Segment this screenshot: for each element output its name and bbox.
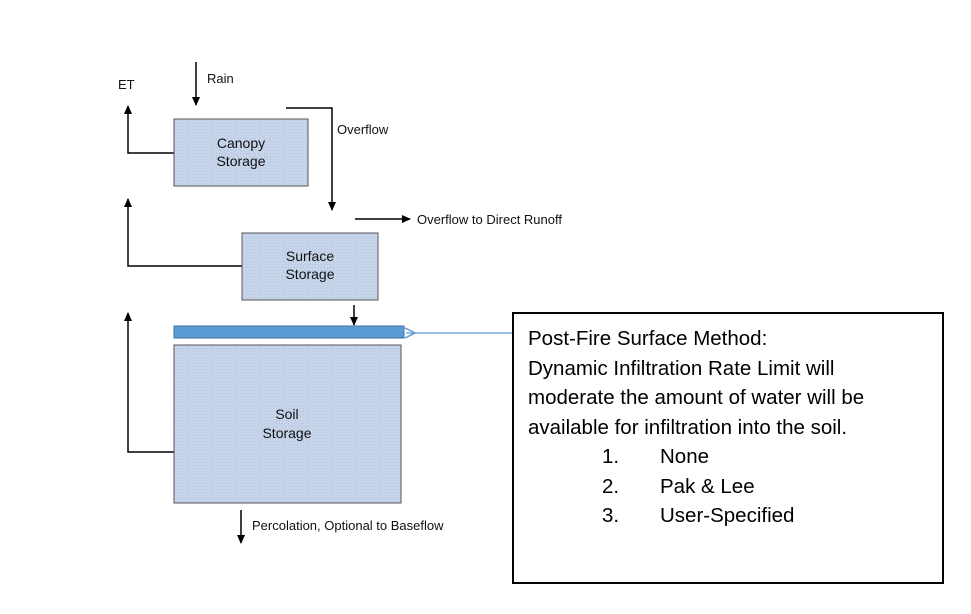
- overflow-arrow: [286, 107, 336, 211]
- callout-line-2: Dynamic Infiltration Rate Limit will: [528, 356, 835, 380]
- infiltration-rate-limit-bar: [173, 325, 405, 339]
- method-option-label: Pak & Lee: [660, 474, 755, 498]
- method-option-label: None: [660, 445, 710, 468]
- method-option-label: User-Specified: [660, 504, 795, 527]
- et-label: ET: [118, 77, 135, 92]
- soil-storage-label-line2: Storage: [262, 425, 311, 441]
- canopy-storage-label-line1: Canopy: [217, 135, 265, 151]
- soil-storage-box: [173, 344, 402, 504]
- post-fire-method-callout: Post-Fire Surface Method: Dynamic Infilt…: [512, 312, 944, 584]
- method-options-list: 1. None 2. Pak & Lee 3. User-Specified: [528, 442, 928, 531]
- method-option-user-specified: 3. User-Specified: [528, 501, 928, 531]
- et-arrow-surface: [124, 198, 242, 267]
- callout-line-4: available for infiltration into the soil…: [528, 415, 848, 439]
- method-option-number: 2.: [602, 474, 620, 498]
- et-arrow-canopy: [124, 105, 174, 154]
- callout-line-3: moderate the amount of water will be: [528, 386, 865, 409]
- overflow-direct-runoff-label: Overflow to Direct Runoff: [417, 212, 562, 227]
- surface-storage-label-line1: Surface: [286, 248, 334, 264]
- canopy-storage-label-line2: Storage: [216, 153, 265, 169]
- callout-line-1: Post-Fire Surface Method:: [528, 327, 768, 350]
- method-option-none: 1. None: [528, 442, 928, 472]
- surface-storage-box: [241, 232, 379, 301]
- overflow-label: Overflow: [337, 122, 389, 137]
- rain-label: Rain: [207, 71, 234, 86]
- method-option-pak-lee: 2. Pak & Lee: [528, 472, 928, 502]
- method-option-number: 3.: [602, 504, 620, 527]
- et-arrow-soil: [124, 312, 174, 453]
- surface-storage-label-line2: Storage: [285, 266, 334, 282]
- method-option-number: 1.: [602, 445, 620, 468]
- soil-storage-label-line1: Soil: [275, 406, 298, 422]
- canopy-storage-box: [173, 118, 309, 187]
- percolation-label: Percolation, Optional to Baseflow: [252, 518, 444, 533]
